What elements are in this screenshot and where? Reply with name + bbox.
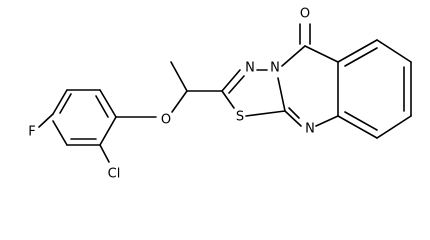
atom-label-chlorine: Cl xyxy=(108,167,121,182)
bond-ring1-3 xyxy=(99,89,117,118)
bond-benzo-1 xyxy=(337,39,378,63)
bond-ring1-6 xyxy=(52,120,68,146)
bond-ring1-c-f xyxy=(38,113,54,128)
atom-label-ether-oxygen: O xyxy=(161,113,171,128)
bond-ring1-4 xyxy=(99,116,117,146)
bond-ch-methyl xyxy=(170,61,188,92)
bond-n-c9a xyxy=(284,110,302,127)
bond-ring1-1 xyxy=(52,89,68,115)
bond-ring1-3-inner xyxy=(95,95,109,118)
bond-c2-n3 xyxy=(221,69,241,92)
atom-label-nitrogen-bridge: N xyxy=(270,61,280,76)
bond-c2-n3-inner xyxy=(228,75,245,94)
bond-n4-c5 xyxy=(281,45,306,67)
bond-n-c9a-inner xyxy=(288,107,300,119)
atom-label-fluorine: F xyxy=(28,125,35,140)
bond-benzo-4 xyxy=(376,115,412,139)
bond-benzo-2 xyxy=(376,39,412,63)
bond-c-cl xyxy=(99,144,110,163)
bond-c8a-n xyxy=(315,115,339,127)
atom-label-nitrogen-bottom: N xyxy=(305,122,315,137)
bond-benzo-5-inner xyxy=(344,111,378,131)
atom-label-carbonyl-oxygen: O xyxy=(300,7,310,22)
bond-ring1-1-inner xyxy=(59,93,72,114)
bonds xyxy=(38,23,412,163)
bond-n4-c9a xyxy=(277,77,286,112)
molecule-structure: F Cl O S O N N N xyxy=(28,7,412,182)
bond-s-c2 xyxy=(221,90,235,109)
atom-label-sulfur: S xyxy=(236,110,244,125)
bond-benzo-1-inner xyxy=(344,47,378,67)
atom-labels: F Cl O S O N N N xyxy=(28,7,315,182)
bond-c5-c4a xyxy=(304,45,339,63)
bond-o-ch xyxy=(171,90,188,113)
bond-benzo-5 xyxy=(337,115,378,139)
atom-label-nitrogen-top: N xyxy=(245,61,255,76)
bond-c9a-s xyxy=(245,110,286,117)
